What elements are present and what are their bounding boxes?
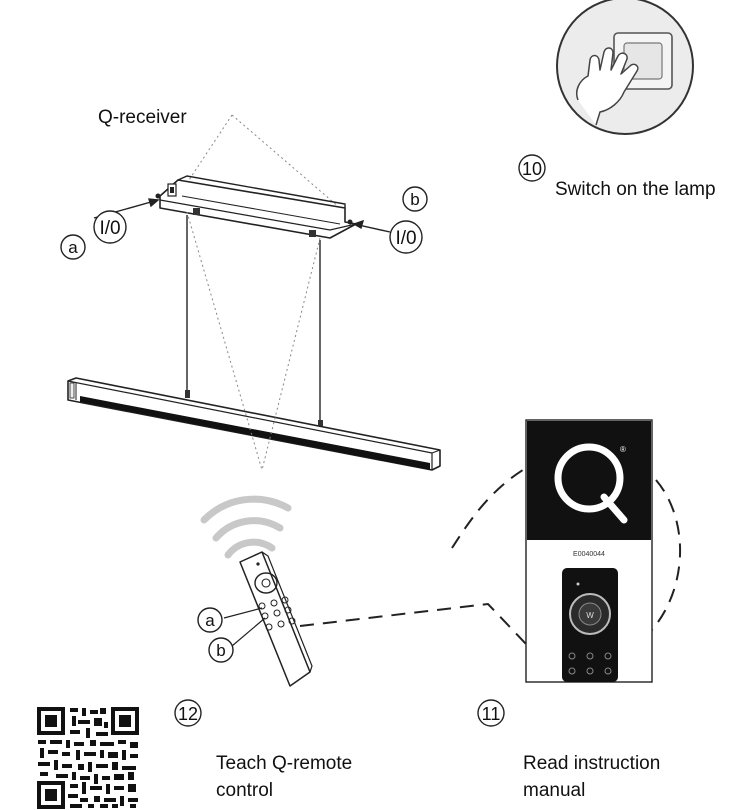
marker-a — [60, 234, 86, 260]
pendant-lamp-bar — [67, 377, 441, 471]
remote-label-a: a — [205, 611, 215, 630]
step-12-number: 12 — [178, 704, 198, 724]
step-10-marker — [518, 154, 546, 182]
manual-link-dashes — [299, 467, 681, 645]
io-label-a: I/0 — [99, 218, 120, 239]
marker-b — [402, 186, 428, 212]
infrared-signal-icon — [200, 495, 292, 559]
qr-code-icon — [36, 706, 140, 810]
manual-code: E0040044 — [573, 551, 605, 558]
step-11-number: 11 — [482, 704, 501, 724]
label-a: a — [68, 238, 78, 257]
instruction-manual — [525, 419, 653, 683]
suspension-cables — [186, 215, 321, 425]
remote-pointer-lines — [223, 607, 266, 647]
io-marker-a — [93, 210, 127, 244]
remote-marker-b — [208, 637, 234, 663]
read-manual-label: Read instruction manual — [523, 753, 661, 801]
teach-remote-label: Teach Q-remote control — [216, 753, 353, 801]
switch-on-label: Switch on the lamp — [555, 179, 716, 200]
io-label-b: I/0 — [395, 228, 416, 249]
hand-pressing-switch-icon — [556, 0, 694, 135]
receiver-pointer-lines — [186, 114, 341, 209]
remote-label-b: b — [216, 641, 225, 660]
q-receiver-box — [155, 175, 357, 239]
step-11-marker — [477, 699, 505, 727]
step-12-marker — [174, 699, 202, 727]
io-marker-b — [389, 220, 423, 254]
remote-marker-a — [197, 607, 223, 633]
remote-control — [239, 551, 313, 687]
step-10-number: 10 — [522, 159, 542, 179]
label-b: b — [410, 190, 419, 209]
manual-wheel-letter: W — [586, 611, 594, 620]
manual-registered-mark: ® — [620, 445, 626, 454]
q-receiver-label: Q-receiver — [98, 107, 187, 128]
